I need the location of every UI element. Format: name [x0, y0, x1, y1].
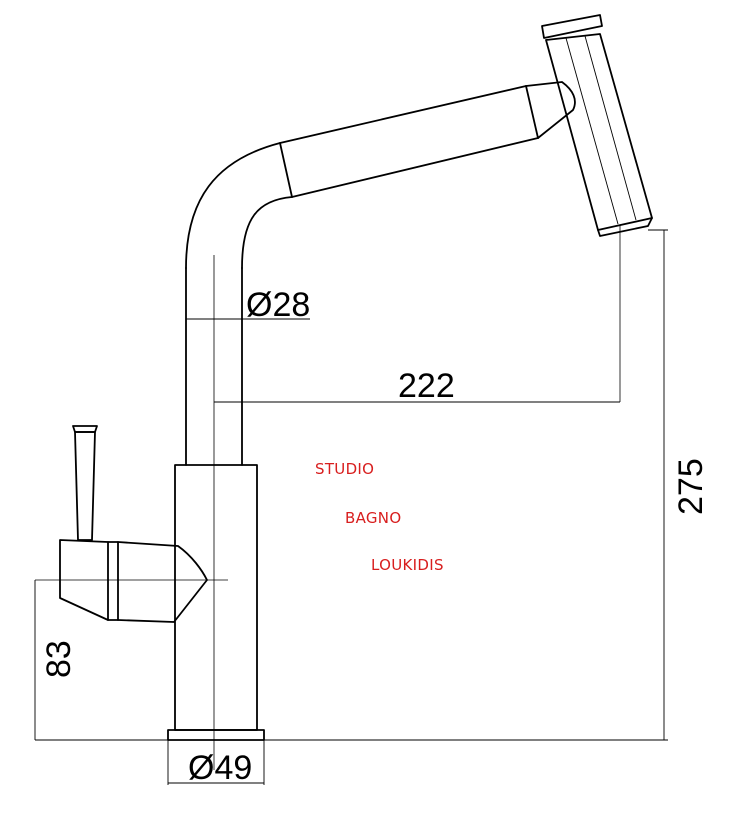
watermark-line-2: BAGNO: [345, 509, 402, 527]
spout-joint-right: [525, 85, 539, 139]
spout-bend: [185, 142, 293, 269]
riser-pipe: [185, 267, 243, 466]
spout-arm: [279, 85, 539, 198]
base-flange: [167, 729, 265, 741]
lever-handle: [74, 431, 96, 541]
dimension-lines: [34, 229, 668, 785]
dim-label-lever-height: 83: [40, 640, 78, 678]
pullout-head-inner-line-2: [584, 35, 637, 221]
dim-label-height: 275: [672, 458, 710, 515]
spout-tip: [525, 81, 576, 139]
faucet-outline: [59, 14, 653, 741]
watermark-line-3: LOUKIDIS: [371, 556, 444, 574]
watermark-line-1: STUDIO: [315, 460, 375, 478]
spout-joint-left: [279, 142, 293, 198]
center-lines: [35, 225, 621, 770]
body-cylinder: [174, 464, 258, 731]
lever-connector: [107, 541, 119, 621]
pullout-head-inner-line: [565, 37, 619, 225]
lever-handle-cap: [72, 425, 98, 433]
dim-label-reach: 222: [398, 367, 455, 405]
dim-label-base-diameter: Ø49: [188, 749, 252, 787]
pullout-cap: [541, 14, 603, 39]
pullout-nozzle: [597, 217, 653, 237]
lever-nose: [117, 541, 208, 623]
dim-label-spout-diameter: Ø28: [246, 286, 310, 324]
pullout-head: [545, 33, 653, 231]
